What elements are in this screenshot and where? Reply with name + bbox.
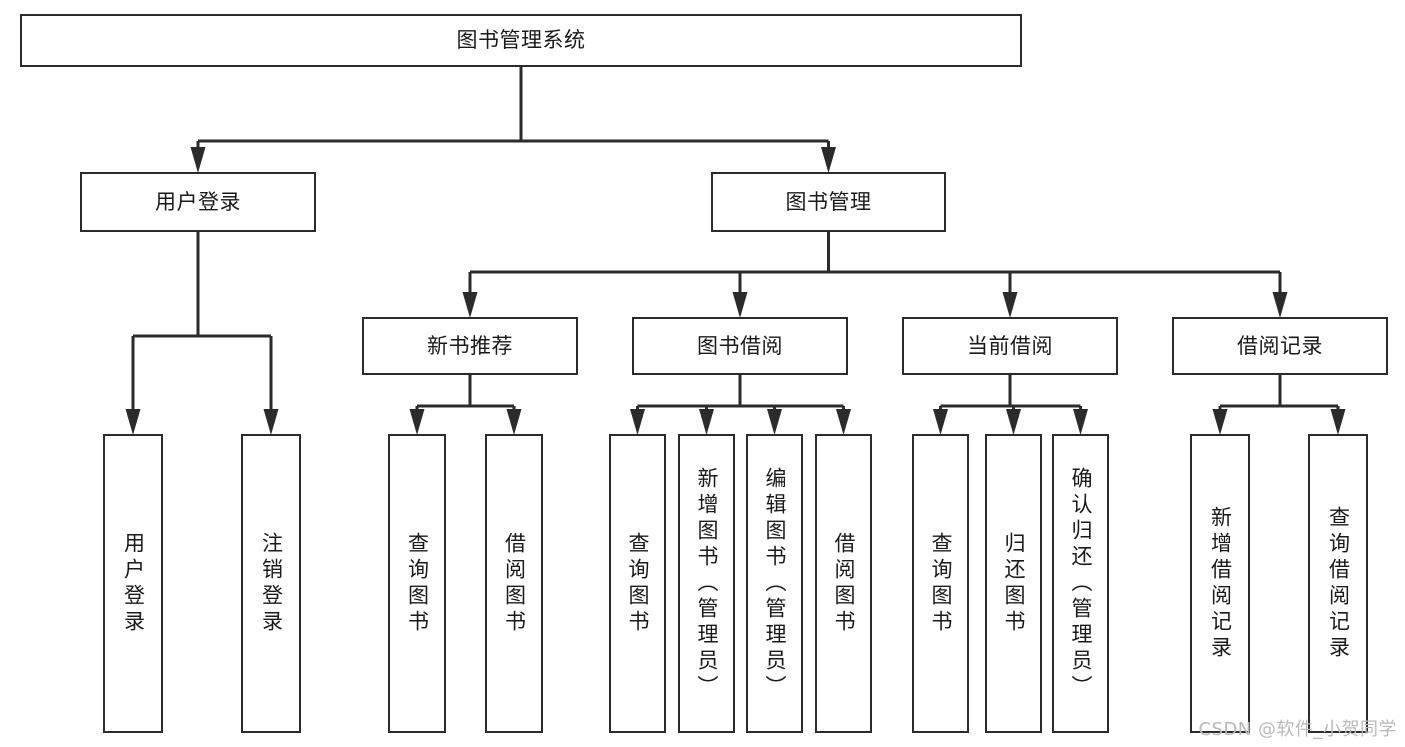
node-leaf-add-borrow-record[interactable]: 新增借阅记录 bbox=[1190, 434, 1250, 733]
csdn-watermark: CSDN @软件_小贺同学 bbox=[1198, 719, 1397, 740]
node-label: 图书管理 bbox=[785, 189, 872, 214]
node-label: 用户登录 bbox=[155, 189, 241, 214]
node-root-system[interactable]: 图书管理系统 bbox=[20, 14, 1022, 67]
node-label: 注销登录 bbox=[259, 531, 284, 636]
node-label: 查询图书 bbox=[929, 531, 953, 636]
node-borrow-record[interactable]: 借阅记录 bbox=[1172, 317, 1388, 375]
node-current-borrow[interactable]: 当前借阅 bbox=[902, 317, 1118, 375]
node-leaf-query-borrow-record[interactable]: 查询借阅记录 bbox=[1308, 434, 1368, 733]
node-leaf-borrow-book[interactable]: 借阅图书 bbox=[815, 434, 872, 733]
node-leaf-user-login[interactable]: 用户登录 bbox=[103, 434, 163, 733]
node-book-borrow[interactable]: 图书借阅 bbox=[632, 317, 848, 375]
node-leaf-confirm-return[interactable]: 确认归还（管理员） bbox=[1052, 434, 1109, 733]
node-leaf-add-book[interactable]: 新增图书（管理员） bbox=[678, 434, 735, 733]
node-label: 确认归还（管理员） bbox=[1069, 466, 1093, 701]
node-label: 新增图书（管理员） bbox=[695, 466, 719, 701]
node-book-management[interactable]: 图书管理 bbox=[711, 172, 946, 232]
node-new-book-recommend[interactable]: 新书推荐 bbox=[362, 317, 578, 375]
node-leaf-edit-book[interactable]: 编辑图书（管理员） bbox=[746, 434, 803, 733]
node-label: 查询图书 bbox=[626, 531, 650, 636]
node-label: 查询图书 bbox=[405, 531, 430, 636]
node-leaf-borrow-book-recommend[interactable]: 借阅图书 bbox=[485, 434, 543, 733]
node-label: 新增借阅记录 bbox=[1208, 505, 1233, 662]
node-label: 借阅图书 bbox=[832, 531, 856, 636]
node-label: 归还图书 bbox=[1002, 531, 1026, 636]
node-label: 借阅图书 bbox=[502, 531, 527, 636]
node-label: 编辑图书（管理员） bbox=[763, 466, 787, 701]
node-label: 借阅记录 bbox=[1237, 333, 1323, 358]
node-leaf-return-book[interactable]: 归还图书 bbox=[985, 434, 1042, 733]
node-label: 图书管理系统 bbox=[456, 28, 586, 53]
node-leaf-query-book-recommend[interactable]: 查询图书 bbox=[388, 434, 446, 733]
node-user-login[interactable]: 用户登录 bbox=[80, 172, 316, 232]
node-label: 新书推荐 bbox=[427, 333, 513, 358]
node-leaf-query-book-current[interactable]: 查询图书 bbox=[912, 434, 969, 733]
node-leaf-logout[interactable]: 注销登录 bbox=[241, 434, 301, 733]
node-label: 图书借阅 bbox=[697, 333, 783, 358]
node-label: 当前借阅 bbox=[967, 333, 1053, 358]
node-leaf-query-book-borrow[interactable]: 查询图书 bbox=[609, 434, 666, 733]
node-label: 查询借阅记录 bbox=[1326, 505, 1351, 662]
node-label: 用户登录 bbox=[121, 531, 146, 636]
